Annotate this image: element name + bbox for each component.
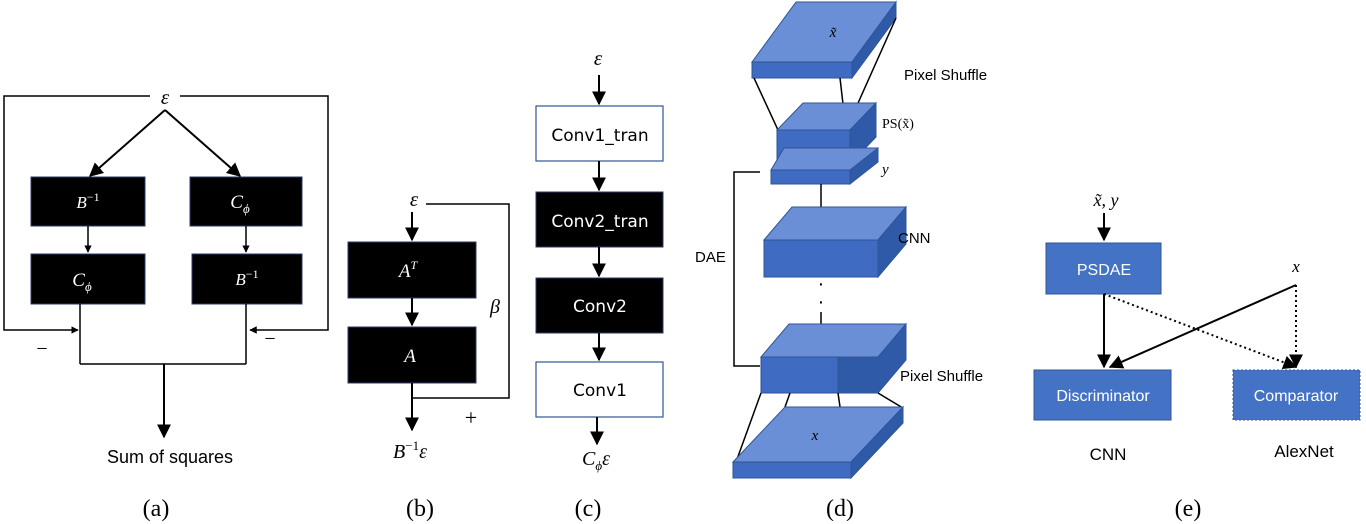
- e-comparator-label: Comparator: [1254, 388, 1339, 405]
- panel-a: ε B−1 Cϕ Cϕ B−1 − − Sum of squares (a): [3, 85, 329, 522]
- a-minus-right: −: [264, 328, 275, 350]
- b-plus: +: [465, 405, 477, 430]
- d-dot-1: ·: [818, 273, 825, 295]
- e-inputs-label: x̃, y: [1093, 190, 1119, 210]
- a-minus-left: −: [36, 338, 47, 360]
- a-box-binv-right-label: B−1: [235, 267, 258, 289]
- e-box-discriminator: [1033, 369, 1172, 421]
- d-dae-label: DAE: [695, 249, 726, 266]
- b-box-at: [347, 241, 477, 299]
- b-epsilon: ε: [410, 187, 419, 211]
- b-caption: (b): [406, 496, 434, 522]
- e-arrow-psdae-comp: [1103, 293, 1298, 370]
- c-layer-conv2-label: Conv2: [573, 297, 627, 317]
- panel-e: x̃, y PSDAE x Discriminator Comparator C…: [1033, 190, 1361, 522]
- b-beta: β: [489, 296, 500, 318]
- c-layer-conv2-tran: [535, 191, 664, 248]
- a-box-cphi-right-label: Cϕ: [230, 192, 250, 216]
- b-feedback-wire: [412, 203, 510, 399]
- b-output-label: B−1ε: [393, 438, 427, 463]
- c-layer-conv1: [535, 361, 664, 418]
- d-y-label: y: [880, 162, 889, 178]
- a-arrow-right: [164, 109, 242, 177]
- d-xtilde-label: x̃: [829, 25, 837, 41]
- a-box-cphi-left-label: Cϕ: [72, 270, 92, 294]
- d-caption: (d): [826, 496, 854, 522]
- d-cnn-label: CNN: [898, 230, 931, 247]
- d-ps-line-1: [753, 77, 779, 131]
- c-output-label: Cϕε: [582, 448, 610, 473]
- d-pixel-shuffle-top: Pixel Shuffle: [904, 67, 987, 84]
- e-psdae-label: PSDAE: [1077, 262, 1131, 279]
- d-dae-bracket: [733, 171, 760, 367]
- a-right-feedback-wire: [180, 95, 329, 334]
- a-box-binv-left: [30, 176, 146, 227]
- a-left-feedback-wire: [3, 95, 150, 334]
- d-slab-xtilde-front: [751, 61, 853, 79]
- d-slab-y-side: [849, 146, 879, 186]
- e-cnn-label: CNN: [1090, 445, 1127, 464]
- a-epsilon: ε: [161, 85, 170, 109]
- a-box-binv-right: [191, 253, 303, 305]
- d-ps-line-7: [877, 392, 904, 409]
- a-caption: (a): [143, 496, 170, 522]
- b-box-a-label: A: [402, 346, 416, 367]
- c-layer-conv2-tran-label: Conv2_tran: [551, 212, 648, 232]
- d-slab-x-side: [850, 405, 904, 480]
- d-slab-y-front: [770, 169, 851, 185]
- d-cube-out-front: [760, 356, 839, 394]
- b-box-at-label: AT: [397, 258, 419, 282]
- e-box-psdae: [1045, 242, 1162, 295]
- e-alexnet-label: AlexNet: [1274, 442, 1334, 461]
- d-slab-x-front: [732, 461, 852, 479]
- c-epsilon: ε: [594, 46, 603, 70]
- d-ps-label: PS(x̃): [882, 117, 914, 132]
- c-layer-conv1-tran: [535, 105, 664, 162]
- panel-b: ε AT A β + B−1ε (b): [347, 187, 510, 522]
- d-ps-line-5: [784, 392, 791, 408]
- a-box-cphi-left: [30, 253, 146, 305]
- d-cube-cnn-side: [877, 205, 907, 279]
- panel-c: ε Conv1_tran Conv2_tran Conv2 Conv1 Cϕε …: [535, 46, 664, 522]
- e-box-comparator: [1232, 369, 1361, 421]
- d-cube-cnn-front: [763, 239, 879, 278]
- e-x-label: x: [1291, 257, 1300, 276]
- d-ps-line-4: [735, 392, 762, 463]
- e-arrow-x-disc: [1108, 284, 1297, 369]
- c-layer-conv1-label: Conv1: [573, 381, 627, 401]
- e-discriminator-label: Discriminator: [1056, 388, 1150, 405]
- panel-d: x̃ Pixel Shuffle PS(x̃) y CNN · · DAE: [695, 0, 987, 522]
- c-layer-conv1-tran-label: Conv1_tran: [551, 126, 648, 146]
- c-caption: (c): [575, 496, 602, 522]
- a-output-label: Sum of squares: [107, 447, 233, 467]
- d-pixel-shuffle-bottom: Pixel Shuffle: [900, 368, 983, 385]
- a-arrow-left: [88, 109, 166, 177]
- a-box-binv-left-label: B−1: [76, 190, 99, 212]
- d-x-label: x: [811, 428, 819, 444]
- c-layer-conv2: [535, 277, 664, 334]
- d-dot-2: ·: [818, 291, 825, 313]
- e-caption: (e): [1175, 496, 1202, 522]
